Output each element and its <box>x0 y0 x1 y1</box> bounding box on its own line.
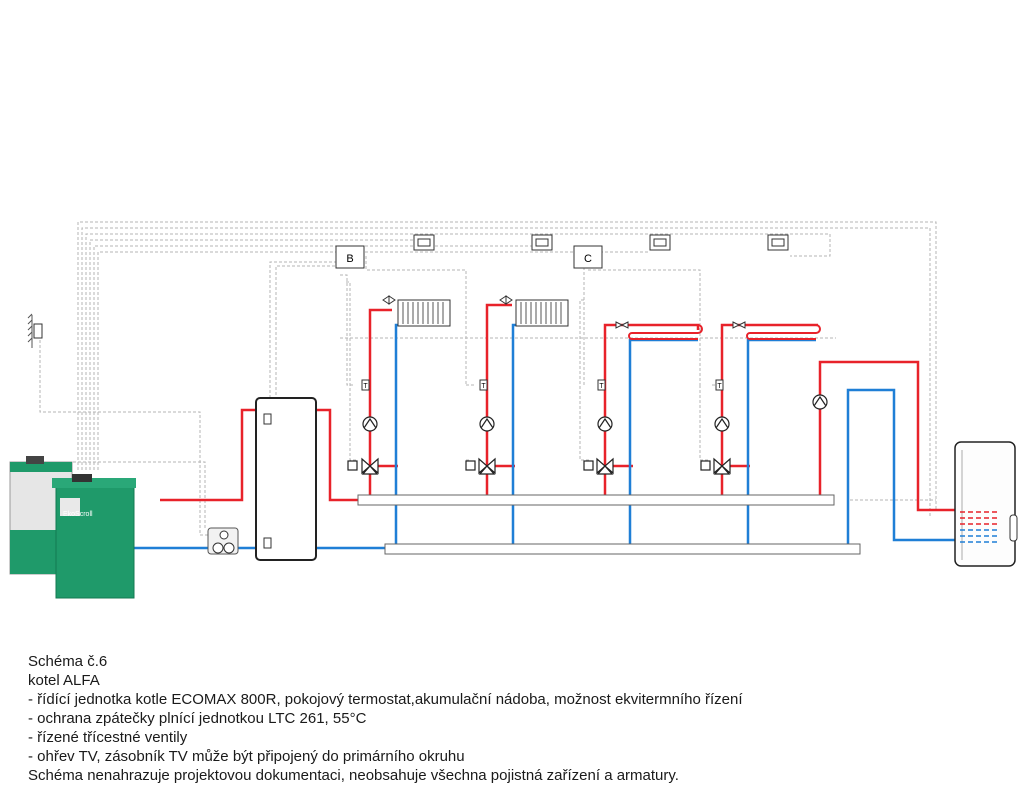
controller-b-label: B <box>346 253 353 265</box>
return-header <box>384 543 861 555</box>
room-thermostats <box>413 234 789 251</box>
dhw-storage-tank <box>954 441 1018 567</box>
supply-header <box>357 494 835 506</box>
radiator-1 <box>382 295 451 327</box>
sensor-label-1: T <box>363 383 368 390</box>
caption-line-2: - ochrana zpátečky plnící jednotkou LTC … <box>28 710 367 727</box>
sensor-label-3: T <box>599 383 604 390</box>
return-protection-unit <box>207 527 239 555</box>
controller-c: C <box>573 245 603 269</box>
outdoor-sensor <box>27 313 43 348</box>
caption-line-4: - ohřev TV, zásobník TV může být připoje… <box>28 748 465 765</box>
controller-c-label: C <box>584 253 592 265</box>
sensor-label-4: T <box>717 383 722 390</box>
schema-caption: Schéma č.6 kotel ALFA - řídící jednotka … <box>28 652 743 785</box>
heating-schema-diagram: EkoScroll B C <box>9 221 1018 599</box>
caption-line-3: - řízené třícestné ventily <box>28 729 188 746</box>
radiator-2 <box>499 295 569 327</box>
supply-sensors <box>361 379 724 391</box>
caption-note: Schéma nenahrazuje projektovou dokumenta… <box>28 767 679 784</box>
floor-heating-loops <box>615 321 821 340</box>
accumulation-tank <box>255 397 317 561</box>
caption-title: Schéma č.6 <box>28 653 108 670</box>
boiler-brand-label: EkoScroll <box>63 511 93 518</box>
circulation-pumps <box>362 394 828 432</box>
controller-b: B <box>335 245 365 269</box>
three-way-valves <box>347 457 731 475</box>
caption-subtitle: kotel ALFA <box>28 672 100 689</box>
sensor-label-2: T <box>481 383 486 390</box>
caption-line-1: - řídící jednotka kotle ECOMAX 800R, pok… <box>28 691 743 708</box>
boiler: EkoScroll <box>9 456 136 599</box>
